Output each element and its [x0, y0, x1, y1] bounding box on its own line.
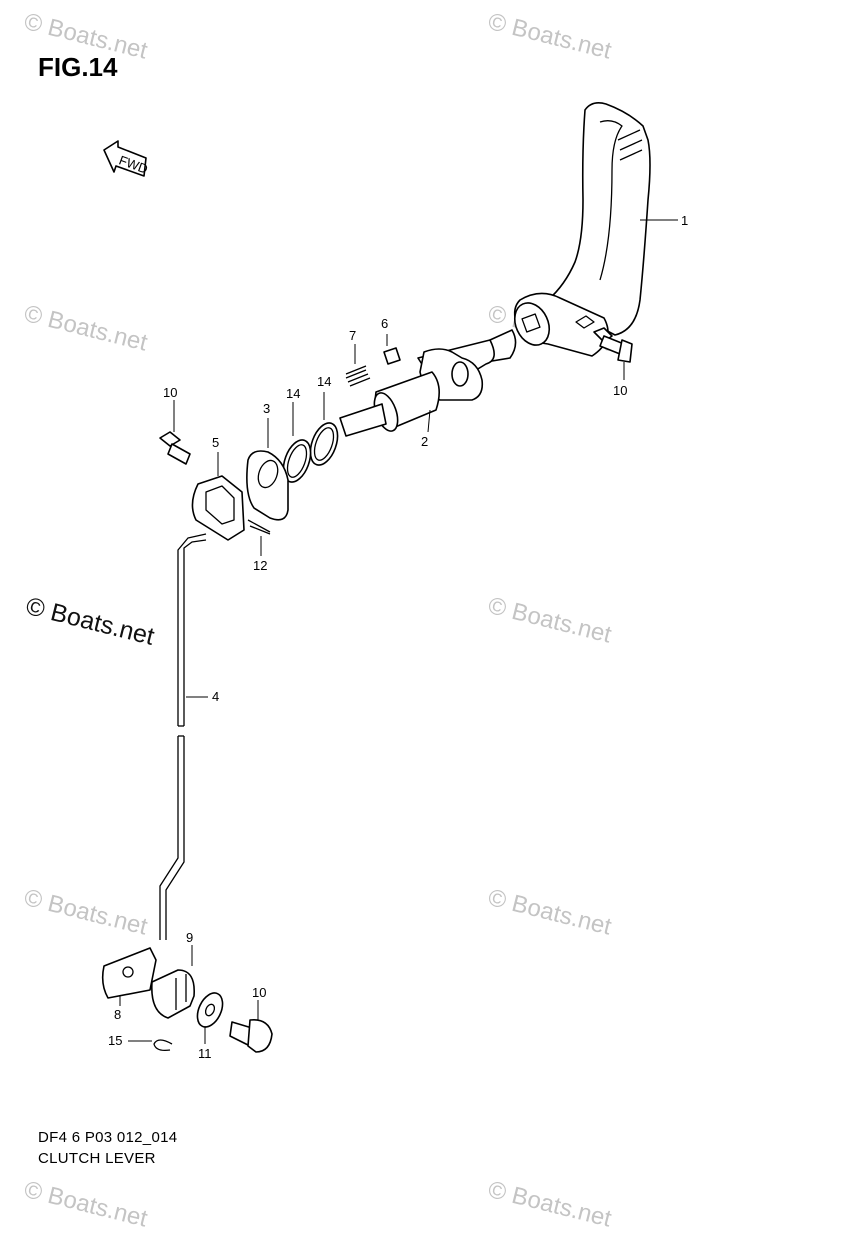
callout-14b: 14 [317, 374, 331, 389]
callout-2: 2 [421, 434, 428, 449]
callout-10-left: 10 [163, 385, 177, 400]
callout-15: 15 [108, 1033, 122, 1048]
part-bolt-10-right [593, 327, 633, 363]
part-o-ring-14b [282, 439, 312, 483]
figure-code: DF4 6 P03 012_014 [38, 1129, 178, 1146]
part-pin-6 [383, 347, 401, 365]
callout-14a: 14 [286, 386, 300, 401]
part-rod-4 [159, 533, 207, 940]
callout-1: 1 [681, 213, 688, 228]
callout-6: 6 [381, 316, 388, 331]
part-bracket-5 [191, 475, 245, 541]
part-shaft [339, 329, 517, 437]
figure-caption: CLUTCH LEVER [38, 1150, 156, 1167]
callout-8: 8 [114, 1007, 121, 1022]
parts-drawing: FWD 1 10 [101, 102, 688, 1061]
diagram-stage: © Boats.net © Boats.net © Boats.net © Bo… [21, 8, 688, 1233]
part-spring-7 [345, 365, 371, 387]
fwd-arrow-icon: FWD [103, 140, 150, 177]
callout-10-right: 10 [613, 383, 627, 398]
part-bolt-11 [229, 1018, 273, 1053]
part-e-clip-15 [153, 1039, 173, 1052]
part-bolt-10-left [159, 431, 191, 465]
callout-7: 7 [349, 328, 356, 343]
part-plate-3 [246, 450, 289, 521]
callout-4: 4 [212, 689, 219, 704]
figure-title: FIG.14 [38, 52, 118, 82]
callout-13: 12 [253, 558, 267, 573]
callout-12: 11 [198, 1046, 212, 1061]
part-washer-12 [196, 992, 224, 1028]
part-clutch-lever-handle [513, 102, 651, 357]
part-cotter-pin-13 [247, 519, 271, 535]
callout-3: 3 [263, 401, 270, 416]
callout-11: 10 [252, 985, 266, 1000]
part-clamp-9 [151, 969, 195, 1019]
part-clip-plate-8 [101, 947, 157, 999]
callout-9: 9 [186, 930, 193, 945]
part-o-ring-14a [309, 422, 339, 466]
callout-5: 5 [212, 435, 219, 450]
